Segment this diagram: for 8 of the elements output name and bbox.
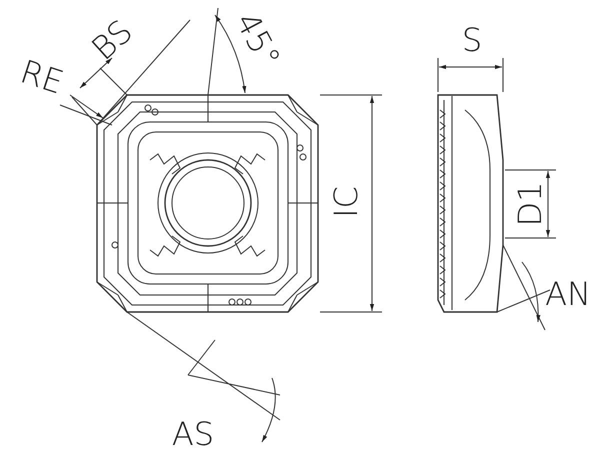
dimension-label: BS [86, 14, 138, 66]
dimension-label: AS [172, 418, 214, 450]
dimension-label: RE [16, 55, 68, 99]
dimension-label: D1 [514, 182, 546, 226]
dimension-label: AN [545, 278, 591, 310]
dimension-label: IC [330, 186, 362, 218]
dimension-label: 45° [230, 7, 286, 73]
dimension-label: S [462, 24, 482, 56]
